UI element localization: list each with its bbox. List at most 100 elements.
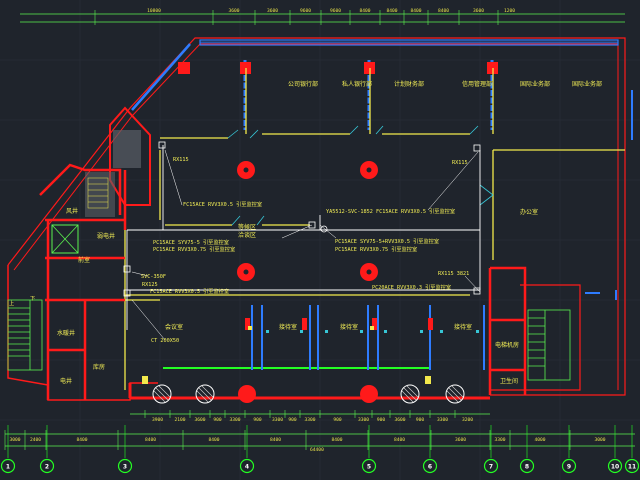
bottom-outer-dimension-text: 3600 — [455, 437, 466, 443]
right-core-walls — [488, 266, 527, 395]
label-stair-well: 风井 — [66, 207, 78, 215]
axis-label: 11 — [628, 464, 636, 471]
axis-bubble — [361, 458, 377, 474]
round-columns — [152, 384, 465, 404]
bottom-outer-dimension-text: 8400 — [208, 437, 219, 443]
interior-partitions — [124, 68, 625, 390]
annotation-cable-g: PC20ACE RVV3X0.3 引至监控室 — [372, 283, 451, 291]
bottom-inner-dimension-text: 900 — [213, 417, 222, 423]
bottom-inner-dimension-text: 3300 — [437, 417, 448, 423]
cable-annotations: RX115 RX115 FC15ACE RVV3X0.5 引至监控室 YA551… — [9, 157, 469, 344]
entrance-red-columns — [245, 318, 433, 330]
core-area-walls — [39, 163, 127, 400]
bottom-inner-dimension-text: 900 — [333, 417, 342, 423]
label-storage: 库房 — [93, 363, 105, 371]
top-dimension-text: 3600 — [228, 8, 239, 14]
stair-core-diagonal — [85, 106, 151, 217]
bottom-outer-dimension-text: 4000 — [534, 437, 545, 443]
axis-label: 3 — [123, 464, 127, 471]
label-elevator-room: 弱电井 — [97, 232, 115, 240]
bottom-inner-dimension-text: 3900 — [152, 417, 163, 423]
annotation-rx115-a: RX115 — [173, 157, 189, 163]
axis-bubble — [239, 458, 255, 474]
annotation-ct: CT 200X50 — [151, 338, 179, 344]
annotation-svc: SVC-350F — [141, 274, 166, 280]
door-swings — [227, 125, 494, 226]
bottom-outer-dimension-text: 3000 — [594, 437, 605, 443]
bottom-outer-dimension-text: 3300 — [494, 437, 505, 443]
axis-label: 7 — [489, 464, 493, 471]
axis-bubble — [624, 458, 640, 474]
top-dimension-line — [20, 13, 625, 23]
structural-columns — [178, 62, 498, 74]
top-dimension-text: 9600 — [300, 8, 311, 14]
axis-bubble — [422, 458, 438, 474]
bottom-inner-dimension-text: 2100 — [174, 417, 185, 423]
label-intl-business-2: 国际业务部 — [572, 80, 602, 88]
entrance-glass-walls — [251, 305, 485, 370]
label-corporate-bank: 公司银行部 — [288, 80, 318, 88]
label-intl-business-1: 国际业务部 — [520, 80, 550, 88]
label-electric-shaft: 电井 — [60, 377, 72, 385]
label-planning-finance: 计划财务部 — [394, 80, 424, 88]
yellow-hatch — [87, 177, 109, 209]
right-frame-walls — [490, 284, 581, 391]
axis-label: 6 — [428, 464, 432, 471]
label-pantry-left: 接待室 — [279, 323, 297, 331]
axis-label: 5 — [367, 464, 371, 471]
annotation-cable-b: YA5512-SVC-1852 — [326, 209, 373, 215]
label-water-shaft: 水暖井 — [57, 329, 75, 337]
axis-label: 9 — [567, 464, 571, 471]
top-dimension-text: 10800 — [147, 8, 161, 14]
axis-bubble — [607, 458, 623, 474]
bottom-outer-dimension-text: 8400 — [270, 437, 281, 443]
bottom-inner-dimension-text: 900 — [253, 417, 262, 423]
annotation-rx115-c: RX115 3821 — [438, 271, 469, 277]
top-dimension-text: 9600 — [330, 8, 341, 14]
ceiling-fixtures — [237, 161, 378, 281]
top-dimension-text: 8400 — [359, 8, 370, 14]
annotation-cable-e2: PC15ACE RVV3X0.75 引至监控室 — [335, 245, 417, 253]
bottom-inner-dimension-text: 900 — [416, 417, 425, 423]
label-electric-room-r: 电梯机房 — [495, 341, 519, 349]
bottom-inner-dimension-text: 3300 — [304, 417, 315, 423]
label-office: 办公室 — [520, 208, 538, 216]
axis-label: 4 — [245, 464, 249, 471]
elevator-shaft — [51, 224, 79, 254]
annotation-cable-f: FC15ACE RVV3X0.5 引至监控室 — [150, 287, 229, 295]
right-window-strip — [585, 90, 633, 300]
label-shared-area-1: 等候区 — [238, 223, 256, 231]
annotation-rx125: RX125 — [142, 282, 158, 288]
bottom-outer-dimension-text: 8400 — [76, 437, 87, 443]
bottom-red-wall — [128, 383, 490, 400]
label-private-bank: 私人银行部 — [342, 80, 372, 88]
annotation-cable-d2: PC15ACE RVV3X0.75 引至监控室 — [153, 245, 235, 253]
bottom-outer-dimension-text: 8400 — [331, 437, 342, 443]
label-front-room: 前室 — [78, 256, 90, 264]
top-dimension-text: 3600 — [267, 8, 278, 14]
left-stair — [7, 299, 43, 371]
top-dimension-text: 1200 — [504, 8, 515, 14]
bottom-inner-dimension-text: 900 — [288, 417, 297, 423]
label-toilet-right: 卫生间 — [500, 377, 518, 385]
bottom-outer-dimension-text: 3000 — [9, 437, 20, 443]
round-column-hatching — [153, 385, 464, 403]
annotation-rx115-b: RX115 — [452, 160, 468, 166]
axis-bubble — [519, 458, 535, 474]
annotation-down: 下 — [30, 295, 35, 302]
room-labels: 公司银行部 私人银行部 计划财务部 信用管理部 国际业务部 国际业务部 办公室 … — [57, 80, 602, 385]
axis-label: 2 — [45, 464, 49, 471]
top-dimension-text: 3600 — [473, 8, 484, 14]
diagonal-window-strip — [131, 43, 191, 111]
label-shared-area-2: 洽谈区 — [238, 231, 256, 239]
annotation-cable-e1: PC15ACE SYV75-5+RVV3X0.5 引至监控室 — [335, 237, 439, 245]
bottom-inner-dimension-text: 3600 — [194, 417, 205, 423]
axis-bubble — [483, 458, 499, 474]
right-stair — [527, 309, 571, 381]
cyan-outlets — [266, 330, 479, 333]
axis-label: 1 — [6, 464, 10, 471]
